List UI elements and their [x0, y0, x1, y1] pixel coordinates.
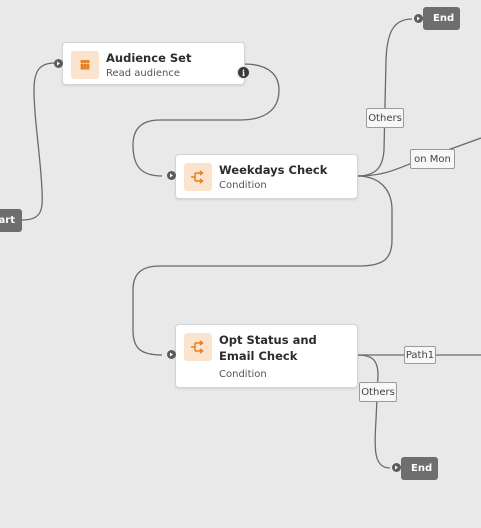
opt-status-title: Opt Status and Email Check: [219, 333, 317, 363]
end-bottom-input-port[interactable]: [392, 463, 401, 472]
branch-icon: [184, 163, 212, 191]
start-node-label: art: [0, 215, 15, 226]
edge-label-others-bottom[interactable]: Others: [359, 382, 397, 402]
weekdays-check-input-port[interactable]: [167, 171, 176, 180]
end-node-top[interactable]: End: [423, 7, 460, 30]
branch-icon: [184, 333, 212, 361]
connector-optstatus-end-bottom: [356, 354, 391, 469]
opt-status-node[interactable]: Opt Status and Email Check Condition: [175, 324, 358, 388]
end-top-input-port[interactable]: [414, 14, 423, 23]
opt-status-subtitle: Condition: [219, 369, 267, 380]
weekdays-check-node[interactable]: Weekdays Check Condition: [175, 154, 358, 199]
opt-status-input-port[interactable]: [167, 350, 176, 359]
end-node-top-label: End: [433, 13, 455, 24]
weekdays-check-title: Weekdays Check: [219, 163, 328, 177]
weekdays-check-subtitle: Condition: [219, 180, 267, 191]
edge-label-others-top[interactable]: Others: [366, 108, 404, 128]
audience-set-title: Audience Set: [106, 51, 192, 65]
people-icon: [71, 51, 99, 79]
audience-set-input-port[interactable]: [54, 59, 63, 68]
connector-start-audience: [21, 62, 56, 221]
audience-set-node[interactable]: Audience Set Read audience: [62, 42, 245, 85]
edge-label-on-mon[interactable]: on Mon: [410, 149, 455, 169]
end-node-bottom-label: End: [411, 463, 433, 474]
end-node-bottom[interactable]: End: [401, 457, 438, 480]
info-icon[interactable]: i: [237, 66, 250, 79]
audience-set-subtitle: Read audience: [106, 68, 181, 79]
edge-label-path1[interactable]: Path1: [404, 346, 436, 364]
start-node[interactable]: art: [0, 209, 22, 232]
connector-weekdays-end-top: [356, 18, 413, 177]
